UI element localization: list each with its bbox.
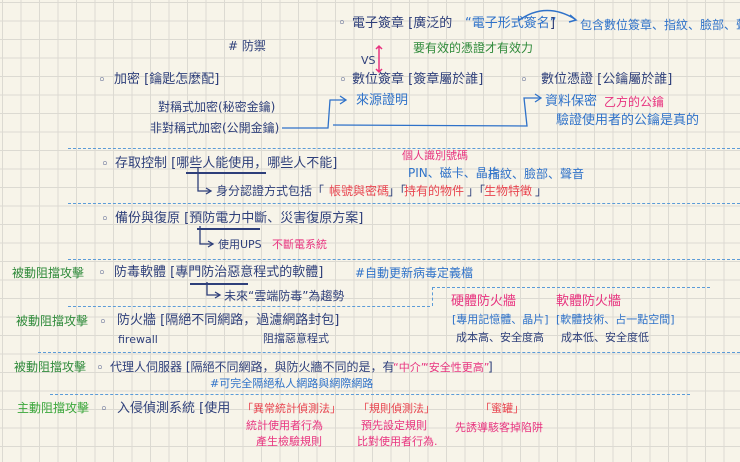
ids-title: 入侵偵測系統 [使用 [117, 401, 231, 416]
auth-method-biometric: 生物特徵 [484, 184, 533, 198]
esign-validity: 要有效的憑證才有效力 [413, 41, 534, 55]
section-divider [68, 259, 740, 260]
esign-includes: 包含數位簽章、指紋、臉部、聲音…… [580, 18, 740, 32]
anomaly-line2: 產生檢驗規則 [256, 435, 322, 448]
auto-update-note: #自動更新病毒定義檔 [355, 266, 474, 280]
section-heading: # 防禦 [228, 39, 266, 53]
esign-title: 電子簽章 [廣泛的 [352, 16, 453, 31]
bullet-dot: ◦ [520, 73, 528, 88]
rule-detection-title: 「規則偵測法」 [358, 402, 435, 415]
rule-line1: 預先設定規則 [361, 419, 427, 432]
bracket-end: 」 [535, 184, 548, 198]
proxy-note: #可完全隔絕私人網路與網際網路 [210, 377, 374, 390]
bullet-dot: ◦ [99, 315, 107, 330]
software-firewall-title: 軟體防火牆 [556, 294, 622, 309]
category-active: 主動阻擋攻擊 [17, 401, 90, 415]
software-firewall-desc: [軟體技術、占一點空間] [556, 313, 675, 326]
esign-quoted: “電子形式簽名” [465, 16, 557, 31]
b-public-key: 乙方的公鑰 [604, 95, 665, 109]
box-top [432, 287, 710, 288]
underline [186, 172, 266, 174]
anomaly-line1: 統計使用者行為 [246, 419, 323, 432]
section-divider [68, 306, 430, 307]
encryption-title: 加密 [鑰匙怎麼配] [114, 72, 220, 87]
encryption-asymmetric: 非對稱式加密(公開金鑰) [150, 121, 280, 135]
proxy-bracket: ] [488, 360, 493, 374]
data-confidential: 資料保密 [545, 94, 598, 109]
cert-verify: 驗證使用者的公鑰是真的 [556, 113, 700, 128]
underline [197, 228, 260, 230]
digital-signature-title: 數位簽章 [簽章屬於誰] [352, 72, 484, 87]
auth-method-password: 帳號與密碼 [329, 184, 390, 198]
auth-method-token: 持有的物件 [404, 184, 465, 198]
proxy-intermediary: “中介” [393, 361, 427, 374]
anomaly-detection-title: 「異常統計偵測法」 [242, 402, 341, 415]
bullet-dot: ◦ [101, 157, 109, 172]
access-control-title: 存取控制 [哪些人能使用，哪些人不能] [115, 156, 338, 171]
software-firewall-cost: 成本低、安全度低 [561, 331, 649, 344]
section-divider [50, 394, 690, 395]
bullet-dot: ◦ [101, 212, 109, 227]
bullet-dot: ◦ [339, 73, 347, 88]
category-passive: 被動阻擋攻擊 [16, 314, 89, 328]
double-arrow-icon [375, 44, 383, 74]
category-passive: 被動阻擋攻擊 [12, 266, 85, 280]
esign-bracket: ] [550, 16, 556, 31]
ups-highlight: 不斷電系統 [272, 238, 327, 251]
firewall-english: firewall [118, 333, 158, 346]
curved-arrow-icon [517, 9, 578, 23]
pin-label: 個人識別號碼 [402, 149, 468, 162]
hardware-firewall-cost: 成本高、安全度高 [456, 331, 544, 344]
bullet-dot: ◦ [338, 16, 346, 31]
bio-items: 指紋、臉部、聲音 [488, 167, 585, 181]
proxy-security: “安全性更高” [423, 361, 490, 374]
category-passive: 被動阻擋攻擊 [14, 360, 87, 374]
auth-methods-label: 身分認證方式包括「 [216, 184, 325, 198]
hardware-firewall-title: 硬體防火牆 [451, 294, 517, 309]
hardware-firewall-desc: [專用記憶體、晶片] [452, 313, 549, 326]
backup-title: 備份與復原 [預防電力中斷、災害復原方案] [115, 211, 364, 226]
ups-prefix: 使用UPS [218, 238, 262, 251]
source-proof: 來源證明 [356, 93, 409, 108]
bullet-dot: ◦ [98, 73, 106, 88]
box-side [432, 287, 433, 306]
vs-label: VS [361, 54, 376, 67]
encryption-symmetric: 對稱式加密(秘密金鑰) [158, 100, 276, 114]
bracket-sep: 」「 [467, 184, 486, 198]
bullet-dot: ◦ [96, 361, 104, 376]
firewall-title: 防火牆 [隔絕不同網路，過濾網路封包] [117, 313, 340, 328]
firewall-block: 阻擋惡意程式 [263, 332, 329, 345]
antivirus-title: 防毒軟體 [專門防治惡意程式的軟體] [114, 265, 324, 280]
honeypot-line1: 先誘導駭客掉陷阱 [455, 421, 543, 434]
cloud-antivirus: 未來“雲端防毒”為趨勢 [224, 289, 345, 303]
honeypot-title: 「蜜罐」 [480, 402, 524, 415]
section-divider [68, 203, 740, 204]
bracket-sep: 」「 [388, 184, 407, 198]
digital-cert-title: 數位憑證 [公鑰屬於誰] [541, 72, 673, 87]
section-divider [68, 148, 740, 149]
proxy-title: 代理人伺服器 [隔絕不同網路，與防火牆不同的是，有 [110, 360, 395, 374]
underline [190, 283, 248, 285]
bullet-dot: ◦ [98, 266, 106, 281]
rule-line2: 比對使用者行為. [357, 435, 438, 448]
pin-items: PIN、磁卡、晶片 [408, 166, 500, 180]
bullet-dot: ◦ [100, 402, 108, 417]
section-divider [38, 352, 740, 353]
